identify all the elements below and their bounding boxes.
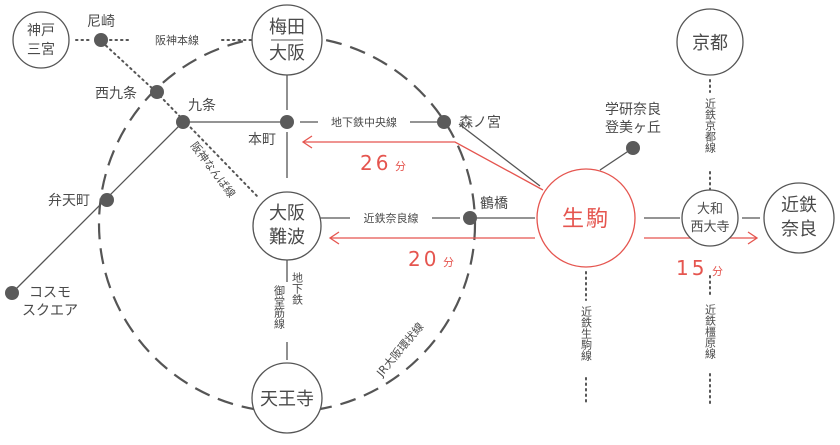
gakken-label-2: 登美ヶ丘 — [605, 120, 661, 136]
arrow-ikoma-hommachi-head — [301, 135, 313, 149]
kobe-sannomiya-label-2: 三宮 — [27, 42, 55, 58]
hanshin-namba-label: 阪神なんば線 — [188, 139, 239, 200]
kujo-dot — [176, 115, 190, 129]
ikoma-label: 生駒 — [562, 207, 610, 232]
kobe-sannomiya-label-1: 神戸 — [27, 23, 55, 39]
midosuji-label: 御堂筋線 — [273, 284, 286, 329]
time-nara-unit: 分 — [712, 265, 723, 278]
arrow-ikoma-namba-head — [328, 231, 340, 245]
time-hommachi-unit: 分 — [395, 160, 406, 173]
arrow-ikoma-nara-head — [747, 231, 759, 245]
bentencho-dot — [100, 193, 114, 207]
line-segments — [11, 74, 760, 360]
station-labels: 神戸 三宮 尼崎 西九条 九条 本町 弁天町 コスモ スクエア 森ノ宮 鶴橋 学… — [22, 14, 730, 319]
chuo-line-label: 地下鉄中央線 — [331, 115, 397, 129]
time-namba-value: 20 — [408, 247, 439, 271]
hanshin-namba-dots — [159, 95, 258, 197]
subway-label: 地下鉄 — [291, 272, 304, 305]
tsuruhashi-label: 鶴橋 — [480, 195, 508, 212]
osaka-namba-label-1: 大阪 — [269, 203, 305, 224]
umeda-osaka-label-2: 大阪 — [269, 43, 305, 64]
travel-times: 26 分 20 分 15 分 — [360, 151, 723, 280]
major-station-labels: 梅田 大阪 大阪 難波 天王寺 京都 近鉄 奈良 — [260, 17, 817, 410]
nishikujo-label: 西九条 — [95, 85, 137, 102]
kobe-sannomiya-circle — [12, 11, 70, 69]
hommachi-dot — [280, 115, 294, 129]
yamato-saidaiji-label-1: 大和 — [697, 202, 723, 217]
nishikujo-dot — [150, 85, 164, 99]
time-namba-unit: 分 — [443, 256, 454, 269]
time-hommachi-value: 26 — [360, 151, 391, 175]
kintetsu-nara-label-2: 奈良 — [781, 219, 817, 240]
yamato-saidaiji-label-2: 西大寺 — [690, 220, 729, 235]
kintetsu-nara-label-1: 近鉄 — [781, 195, 817, 216]
jr-loop-label: JR大阪環状線 — [373, 320, 427, 380]
arrow-ikoma-hommachi — [303, 141, 544, 191]
tennoji-circle — [251, 362, 323, 434]
morinomiya-dot — [437, 115, 451, 129]
cosmo-square-label-1: コスモ — [29, 285, 71, 301]
kintetsu-ikoma-label: 近鉄生駒線 — [580, 306, 593, 361]
hanshin-main-label: 阪神本線 — [155, 33, 199, 47]
gakken-label-1: 学研奈良 — [605, 102, 661, 118]
osaka-namba-circle — [252, 191, 322, 261]
vertical-line-labels: 御堂筋線 地下鉄 近鉄生駒線 近鉄京都線 近鉄橿原線 — [273, 98, 717, 361]
kintetsu-kyoto-label: 近鉄京都線 — [704, 98, 717, 153]
bentencho-label: 弁天町 — [48, 193, 90, 209]
morinomiya-label: 森ノ宮 — [459, 115, 501, 131]
ikoma-circle — [536, 168, 636, 268]
cosmo-square-dot — [5, 286, 19, 300]
kujo-label: 九条 — [188, 97, 216, 114]
station-circles — [12, 4, 835, 434]
dotted-segments — [75, 39, 711, 405]
amagasaki-label: 尼崎 — [87, 14, 115, 30]
kintetsu-nara-circle — [763, 182, 835, 254]
time-nara-value: 15 — [676, 256, 707, 280]
hommachi-label: 本町 — [248, 132, 276, 148]
yamato-saidaiji-circle — [681, 189, 739, 247]
tsuruhashi-dot — [463, 211, 477, 225]
kyoto-label: 京都 — [692, 33, 728, 54]
umeda-osaka-label-1: 梅田 — [269, 17, 305, 38]
kintetsu-nara-line-label: 近鉄奈良線 — [364, 211, 419, 225]
kyoto-circle — [676, 8, 744, 76]
amagasaki-nishikujo-dots — [101, 41, 155, 91]
amagasaki-dot — [94, 33, 108, 47]
station-dots — [5, 33, 640, 300]
cosmo-square-label-2: スクエア — [22, 303, 78, 319]
morinomiya-ikoma-segment — [458, 123, 541, 187]
kujo-cosmo-segment — [11, 121, 184, 294]
tennoji-label: 天王寺 — [260, 389, 314, 410]
gakken-dot — [626, 141, 640, 155]
osaka-namba-label-2: 難波 — [269, 227, 305, 248]
kintetsu-kashihara-label: 近鉄橿原線 — [704, 304, 717, 359]
